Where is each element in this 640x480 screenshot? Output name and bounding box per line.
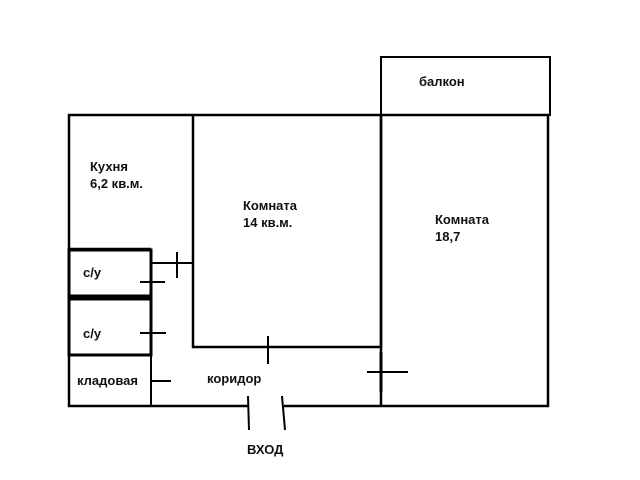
wc-lower-name: с/у bbox=[83, 326, 102, 341]
kitchen-name: Кухня bbox=[90, 159, 128, 174]
entrance-door-right bbox=[281, 395, 286, 431]
kitchen-area: 6,2 кв.м. bbox=[90, 176, 144, 191]
right-room-label: Комната 18,7 bbox=[435, 211, 489, 245]
entrance-door-left bbox=[247, 395, 250, 431]
middle-room-walls bbox=[191, 115, 383, 349]
storage-name: кладовая bbox=[77, 373, 138, 388]
balcony-label: балкон bbox=[419, 73, 465, 90]
kitchen-label: Кухня 6,2 кв.м. bbox=[90, 158, 143, 192]
wc-upper-outline bbox=[67, 248, 153, 298]
wc-lower-label: с/у bbox=[83, 325, 101, 342]
wc-upper-name: с/у bbox=[83, 265, 102, 280]
entrance-label: ВХОД bbox=[247, 441, 283, 458]
corridor-label: коридор bbox=[207, 370, 261, 387]
wc-lower-outline bbox=[67, 297, 153, 357]
entrance-gap bbox=[249, 402, 284, 410]
wc-upper-label: с/у bbox=[83, 264, 101, 281]
middle-room-area: 14 кв.м. bbox=[243, 215, 293, 230]
storage-label: кладовая bbox=[77, 372, 138, 389]
balcony-outline bbox=[380, 56, 551, 116]
middle-room-name: Комната bbox=[243, 198, 297, 213]
middle-room-label: Комната 14 кв.м. bbox=[243, 197, 297, 231]
corridor-name: коридор bbox=[207, 371, 262, 386]
balcony-name: балкон bbox=[419, 74, 465, 89]
entrance-text: ВХОД bbox=[247, 442, 284, 457]
right-room-name: Комната bbox=[435, 212, 489, 227]
right-room-area: 18,7 bbox=[435, 229, 461, 244]
